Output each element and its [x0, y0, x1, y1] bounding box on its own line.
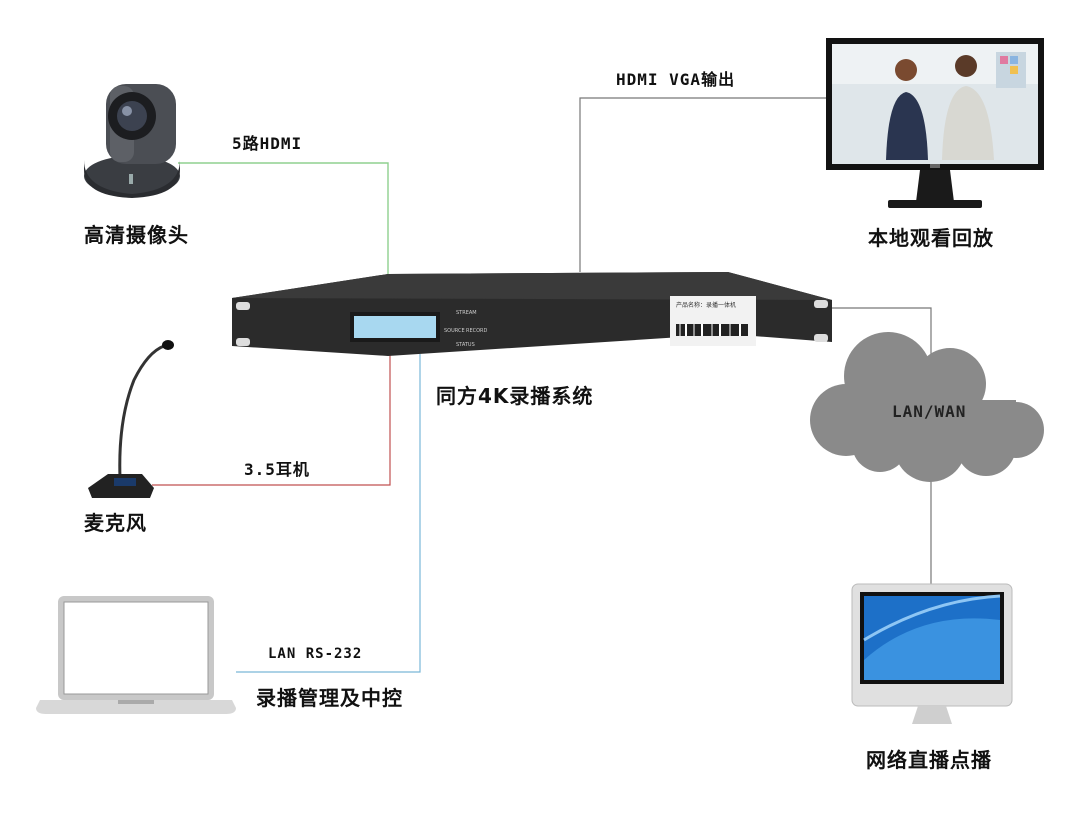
hdmi-output-line [579, 97, 826, 272]
microphone-icon [88, 340, 174, 498]
lan-wan-cloud-icon [810, 332, 1044, 482]
ptz-camera-icon [84, 84, 180, 198]
control-line [236, 354, 421, 673]
monitor-label: 本地观看回放 [868, 226, 994, 250]
audio-label: 3.5耳机 [244, 460, 310, 479]
hdmi-output-label: HDMI VGA输出 [616, 70, 736, 89]
cloud-label: LAN/WAN [892, 402, 967, 421]
recorder-label: 同方4K录播系统 [436, 384, 594, 408]
device-sticker-title: 产品名称：录播一体机 [676, 302, 737, 309]
vod-label: 网络直播点播 [866, 748, 992, 772]
microphone-label: 麦克风 [84, 511, 147, 535]
local-monitor-icon [826, 38, 1044, 208]
laptop-label: 录播管理及中控 [256, 686, 403, 710]
desktop-display-icon [851, 583, 1013, 724]
source-led-label: SOURCE [444, 328, 465, 334]
camera-label: 高清摄像头 [84, 223, 189, 247]
status-led-label: STATUS [456, 342, 475, 348]
recorder-device-icon [232, 272, 832, 356]
audio-line [152, 354, 391, 486]
record-led-label: RECORD [466, 328, 488, 334]
hdmi-input-line [178, 162, 389, 278]
hdmi-input-label: 5路HDMI [232, 134, 303, 153]
control-label: LAN RS-232 [268, 646, 363, 662]
laptop-icon [36, 596, 236, 714]
network-line [828, 307, 932, 585]
stream-led-label: STREAM [456, 310, 477, 316]
